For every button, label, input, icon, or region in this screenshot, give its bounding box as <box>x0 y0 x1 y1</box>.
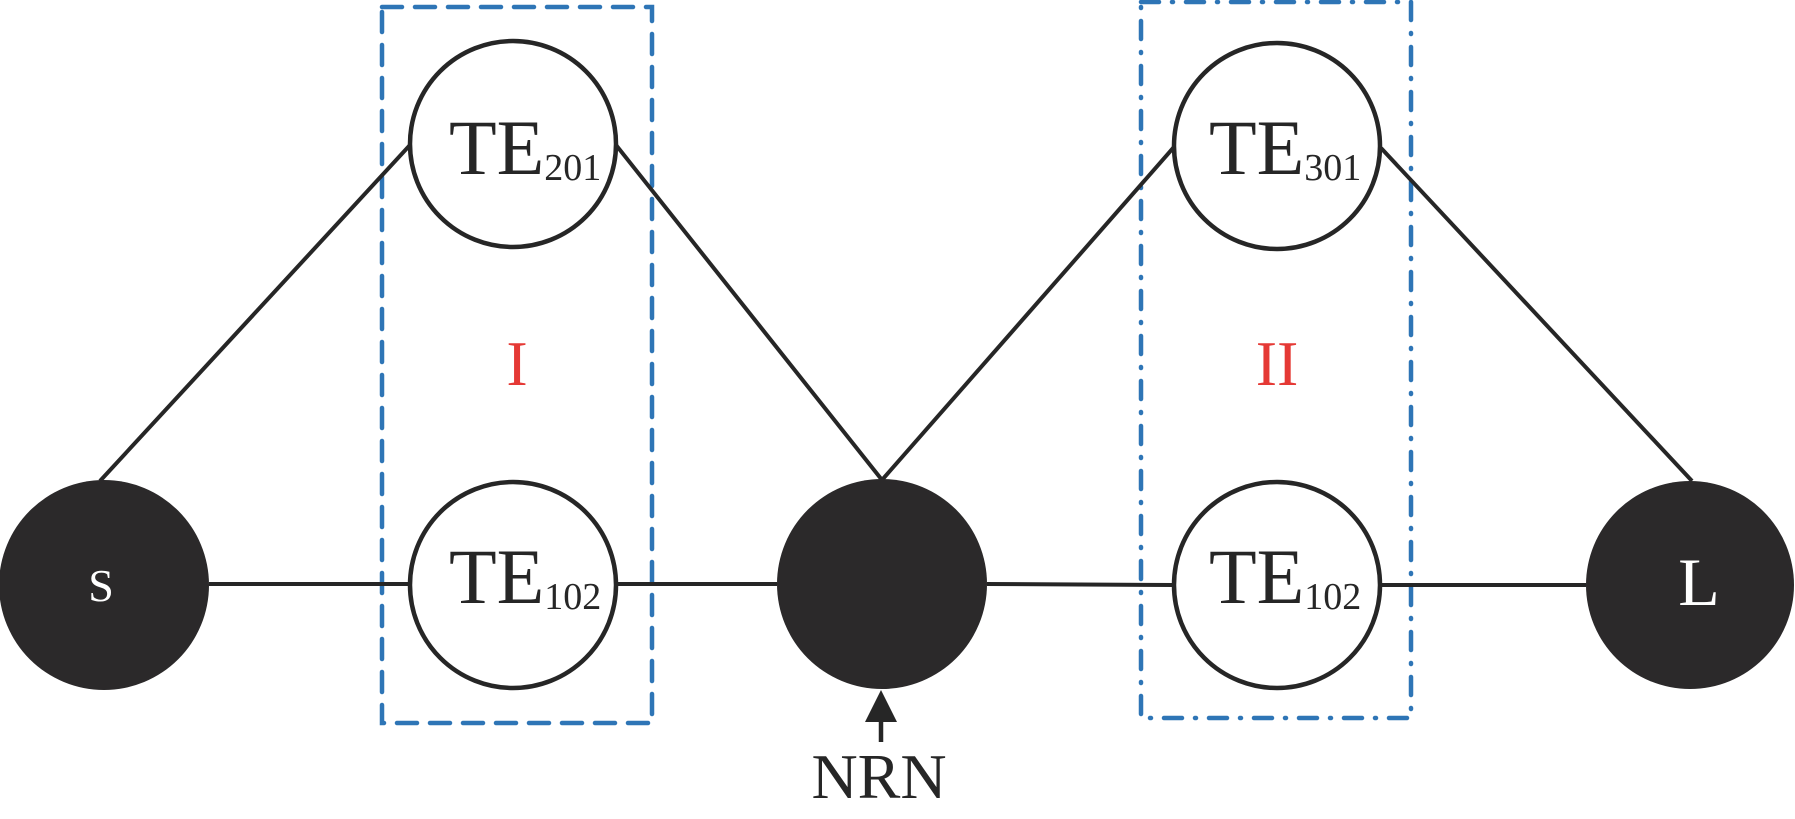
node-te102-left: TE102 <box>407 479 619 691</box>
te301-circle <box>1171 40 1383 252</box>
node-te201: TE201 <box>407 38 619 250</box>
te301-subscript: 301 <box>1304 147 1361 189</box>
te102-left-circle <box>407 479 619 691</box>
node-source: S <box>0 480 209 690</box>
source-label: S <box>88 560 114 611</box>
te102-left-main: TE <box>449 533 544 620</box>
edge-source-te201 <box>98 143 412 483</box>
te301-main: TE <box>1209 104 1304 191</box>
te301-label: TE301 <box>1209 104 1361 191</box>
group-i-box <box>379 4 655 726</box>
te201-main: TE <box>449 104 544 191</box>
source-circle <box>0 480 209 690</box>
group-ii-label: II <box>1256 328 1299 399</box>
node-load: L <box>1586 481 1794 689</box>
te102-right-main: TE <box>1209 533 1304 620</box>
te102-left-subscript: 102 <box>544 576 601 618</box>
te201-circle <box>407 38 619 250</box>
te102-right-circle <box>1171 479 1383 691</box>
edge-junction-te301 <box>880 145 1176 482</box>
node-junction <box>777 479 987 689</box>
node-te102-right: TE102 <box>1171 479 1383 691</box>
load-circle <box>1586 481 1794 689</box>
edge-junction-te102-right <box>986 582 1174 587</box>
te102-left-label: TE102 <box>449 533 601 620</box>
junction-circle <box>777 479 987 689</box>
load-label: L <box>1678 544 1720 620</box>
group-ii-box <box>1138 0 1414 721</box>
te201-label: TE201 <box>449 104 601 191</box>
edge-te301-load <box>1379 146 1694 483</box>
arrow-up-icon <box>865 690 897 722</box>
te201-subscript: 201 <box>544 147 601 189</box>
nrn-callout: NRN <box>811 690 947 812</box>
nrn-label: NRN <box>811 741 946 812</box>
te102-right-label: TE102 <box>1209 533 1361 620</box>
te102-right-subscript: 102 <box>1304 576 1361 618</box>
group-i-label: I <box>506 328 527 399</box>
edge-te201-junction <box>614 143 884 482</box>
node-te301: TE301 <box>1171 40 1383 252</box>
